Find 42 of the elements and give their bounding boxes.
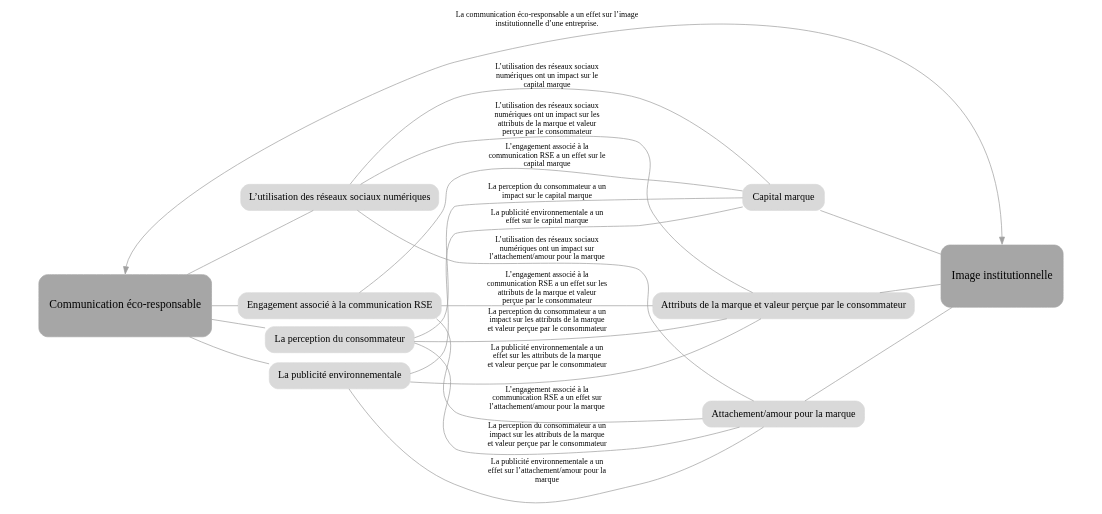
connector — [211, 305, 239, 307]
node-box: Image institutionnelle — [940, 244, 1064, 308]
connector — [189, 336, 270, 365]
edge-label: La perception du consommateur a un impact sur le capital marque — [488, 182, 606, 200]
edge-label: L’utilisation des réseaux sociaux numériques ont un impact sur le capital marque — [495, 62, 599, 89]
node-box: Engagement associé à la communication RSE — [237, 292, 442, 320]
edge-label: L’engagement associé à la communication RSE a un effet sur le capital marque — [488, 141, 606, 169]
connector — [410, 318, 762, 385]
node-box: La publicité environnementale — [268, 362, 411, 390]
arrow — [123, 23, 1005, 275]
connector — [349, 88, 771, 185]
connector — [211, 319, 266, 329]
node-box: Capital marque — [742, 184, 825, 211]
edge-label: La publicité environnementale a un effet sur les attributs de la marque et valeur perçue par le consommateur — [487, 342, 607, 369]
connector — [441, 305, 654, 307]
edge-label: La perception du consommateur a un impact sur les attributs de la marque et valeur perçue par le consommateur — [487, 306, 607, 333]
edge-label: L’utilisation des réseaux sociaux numériques ont un impact sur l’attachement/amour pour la marque — [489, 235, 605, 262]
node-box: La perception du consommateur — [264, 326, 415, 354]
edge-label: La communication éco-responsable a un effet sur l’image institutionnelle d’une entreprise. — [455, 10, 639, 29]
connector — [359, 168, 743, 293]
edge-label: La publicité environnementale a un effet sur l’attachement/amour pour la marque — [488, 457, 607, 484]
node-box: L’utilisation des réseaux sociaux numériques — [240, 184, 440, 211]
node-box: Attachement/amour pour la marque — [702, 400, 865, 428]
connector — [186, 210, 314, 275]
connector — [804, 306, 953, 402]
edge-label: La perception du consommateur a un impact sur les attributs de la marque et valeur perçue par le consommateur — [487, 421, 607, 448]
connector — [879, 284, 942, 294]
node-box: Attributs de la marque et valeur perçue par le consommateur — [652, 292, 915, 320]
connector — [436, 318, 703, 423]
node-box: Communication éco-responsable — [38, 274, 212, 338]
edge-label: La publicité environnementale a un effet sur le capital marque — [490, 207, 604, 226]
edge-label: L’engagement associé à la communication RSE a un effet sur les attributs de la marque et valeur perçue par le consommateur — [486, 270, 608, 306]
connector — [820, 210, 942, 255]
connector — [360, 135, 753, 293]
edge-label: L’utilisation des réseaux sociaux numériques ont un impact sur les attributs de la marque et valeur perçue par le consommateur — [494, 101, 600, 137]
connector — [357, 210, 755, 402]
edge-label: L’engagement associé à la communication RSE a un effet sur l’attachement/amour pour la marque — [489, 384, 605, 411]
connector — [414, 197, 743, 339]
connector — [348, 388, 764, 504]
connector — [413, 318, 728, 343]
connector — [409, 206, 744, 375]
connector — [413, 342, 740, 455]
